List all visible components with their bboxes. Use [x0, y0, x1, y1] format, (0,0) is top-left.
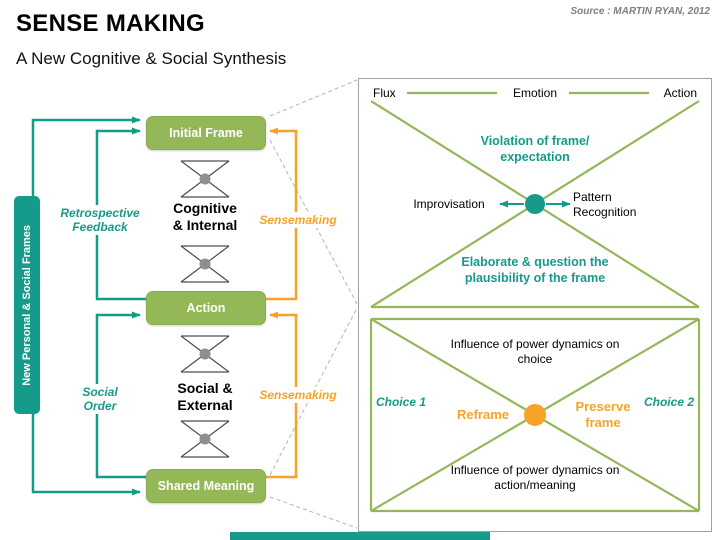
new-frames-bar-label: New Personal & Social Frames [21, 224, 33, 386]
zoom-guide-line [269, 496, 358, 529]
violation-label: Violation of frame/ expectation [480, 134, 590, 164]
bowtie-diagram-lines [369, 91, 701, 513]
bowtie-icon [180, 335, 230, 373]
frames-to-shared-arrow [31, 414, 141, 496]
social-external-label: Social & External [177, 380, 233, 413]
sensemaking-top-label: Sensemaking [258, 212, 338, 229]
detail-panel: Flux Emotion Action Violation of frame/ … [358, 78, 712, 532]
zoom-guide-line [269, 79, 358, 117]
emotion-label: Emotion [512, 86, 558, 100]
choice-2-label: Choice 2 [643, 395, 694, 409]
bowtie-icon [180, 160, 230, 198]
new-frames-bar: New Personal & Social Frames [14, 196, 40, 414]
choice-1-label: Choice 1 [375, 395, 426, 409]
bottom-accent-bar [230, 532, 490, 540]
choice-node-dot [524, 404, 546, 426]
flux-label: Flux [373, 86, 396, 100]
shared-meaning-box: Shared Meaning [146, 469, 266, 503]
bowtie-icon [180, 245, 230, 283]
elaborate-label: Elaborate & question the plausibility of… [461, 255, 609, 285]
reframe-label: Reframe [456, 407, 510, 422]
action-label: Action [663, 86, 697, 100]
influence-choice-label: Influence of power dynamics on choice [450, 337, 620, 366]
retrospective-feedback-label: Retrospective Feedback [55, 205, 145, 236]
pattern-recognition-label: Pattern Recognition [573, 190, 637, 219]
page-subtitle: A New Cognitive & Social Synthesis [16, 49, 287, 68]
page-title: SENSE MAKING [16, 10, 205, 37]
frames-to-initial-arrow [31, 116, 141, 196]
influence-action-label: Influence of power dynamics on action/me… [450, 463, 620, 492]
preserve-frame-label: Preserve frame [575, 399, 631, 431]
sensemaking-bottom-label: Sensemaking [258, 387, 338, 404]
improvisation-label: Improvisation [413, 197, 485, 211]
cognitive-internal-label: Cognitive & Internal [172, 200, 238, 233]
source-credit: Source : MARTIN RYAN, 2012 [570, 6, 710, 17]
frame-node-dot [525, 194, 545, 214]
initial-frame-box: Initial Frame [146, 116, 266, 150]
action-box: Action [146, 291, 266, 325]
bowtie-icon [180, 420, 230, 458]
social-order-label: Social Order [70, 384, 130, 415]
